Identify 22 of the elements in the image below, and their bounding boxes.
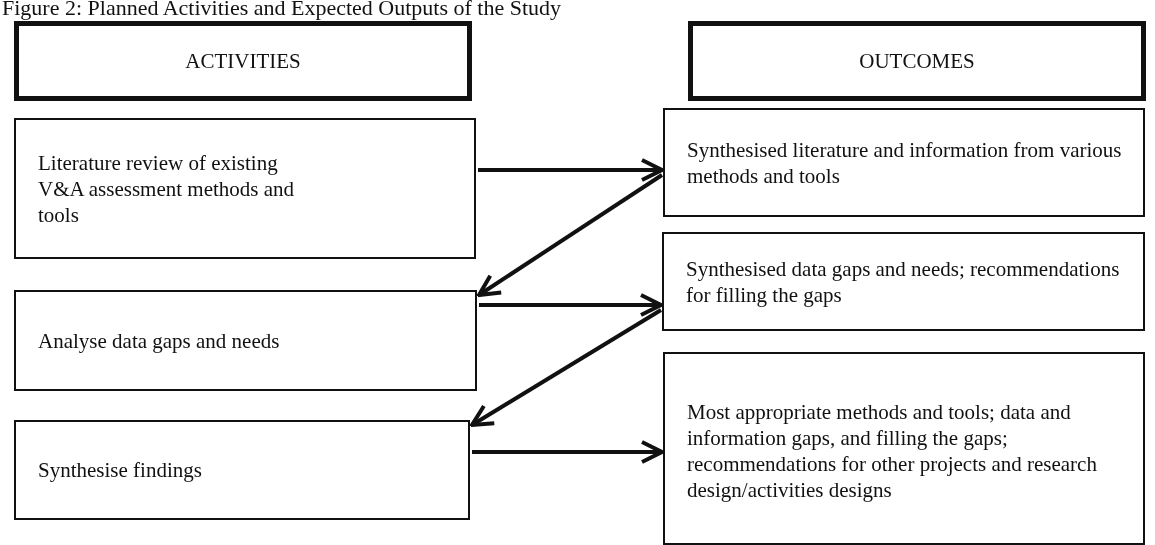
column-heading: OUTCOMES [859, 48, 975, 74]
process-box [663, 108, 1145, 217]
figure-title: Figure 2: Planned Activities and Expected Outputs of the Study [2, 0, 562, 20]
arrow [477, 173, 664, 297]
arrow [472, 440, 664, 464]
header-box [688, 21, 1146, 101]
process-box [662, 232, 1145, 331]
process-box [663, 352, 1145, 545]
arrow [478, 158, 664, 182]
box-text: Synthesise findings [38, 457, 202, 483]
box-text: Synthesised data gaps and needs; recommendations for filling the gaps [686, 255, 1121, 308]
process-box [14, 118, 476, 259]
column-heading: ACTIVITIES [185, 48, 301, 74]
box-text: Literature review of existing V&A assessment methods and tools [38, 149, 296, 228]
process-box [14, 420, 470, 520]
box-text: Analyse data gaps and needs [38, 327, 280, 354]
process-box [14, 290, 477, 391]
box-text: Synthesised literature and information from various methods and tools [687, 136, 1123, 189]
arrow [479, 293, 663, 317]
header-box [14, 21, 472, 101]
box-text: Most appropriate methods and tools; data and information gaps, and filling the gaps; recommendations for other projects and research design/activities designs [687, 398, 1098, 503]
arrow [470, 308, 663, 427]
